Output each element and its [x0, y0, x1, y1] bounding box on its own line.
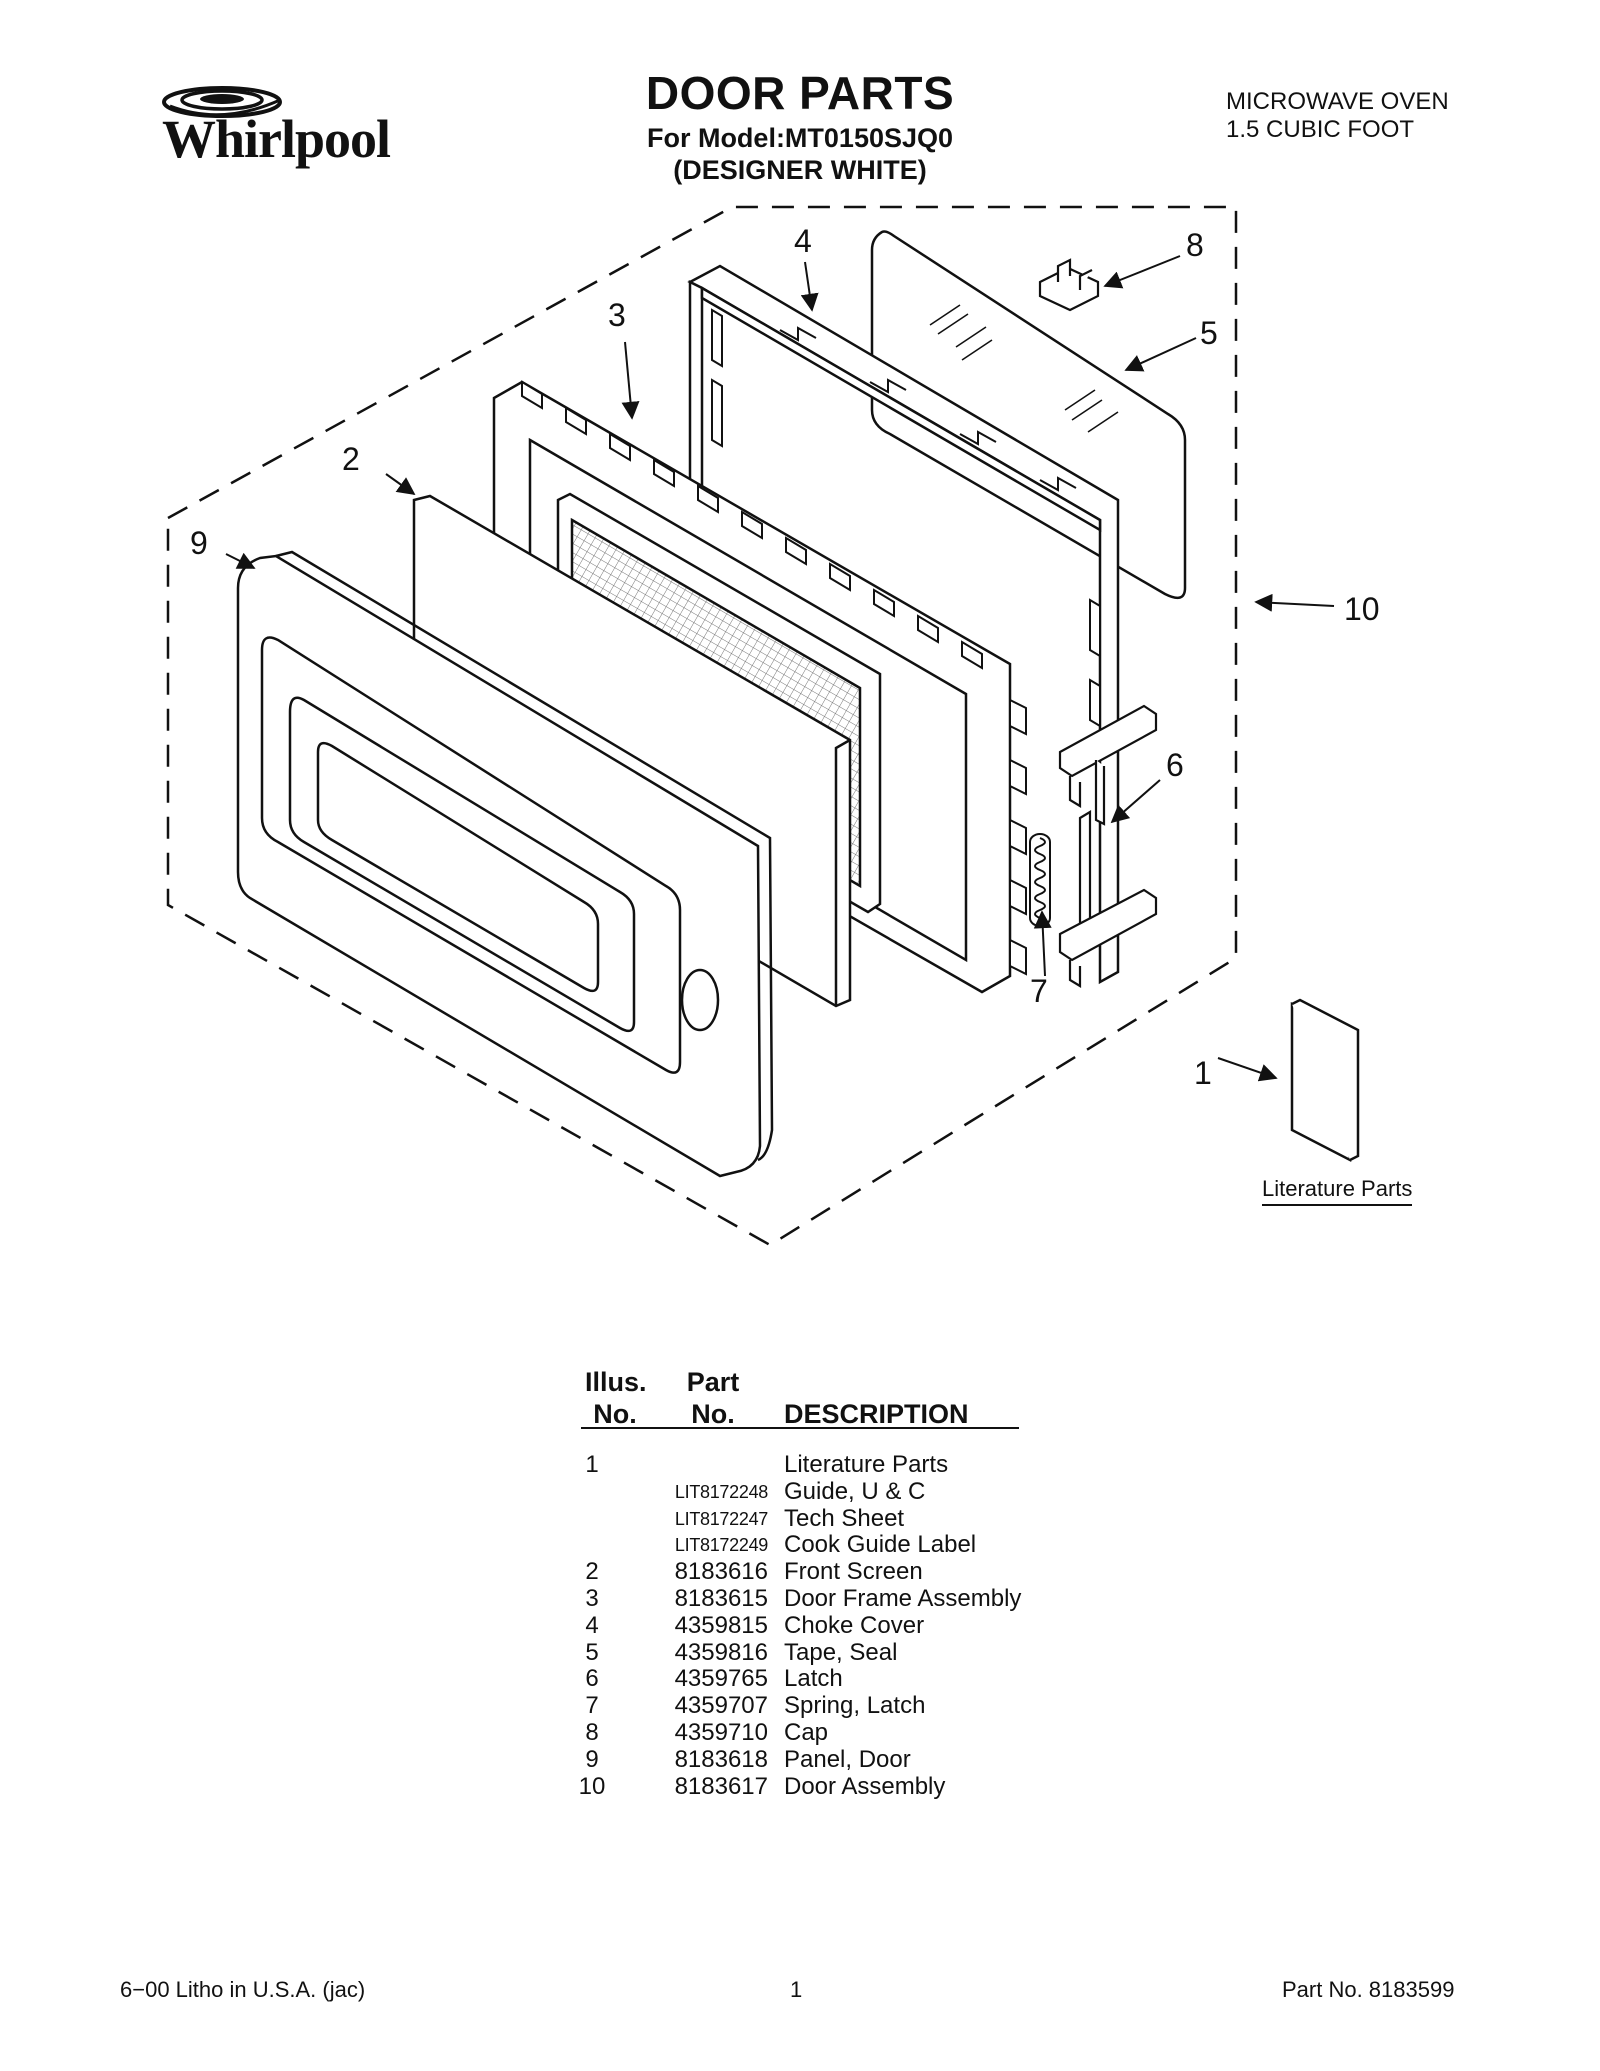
part-number: 4359710: [674, 1718, 768, 1746]
illus-number: 6: [585, 1665, 599, 1693]
callout-8: 8: [1186, 227, 1204, 263]
product-type: MICROWAVE OVEN: [1226, 88, 1449, 115]
part-number: LIT8172248: [674, 1481, 768, 1502]
table-row: 5 4359816 Tape, Seal: [560, 1638, 1160, 1667]
header-illus: Illus. No.: [585, 1367, 647, 1429]
table-row: 6 4359765 Latch: [560, 1666, 1160, 1693]
door-panel-part: [236, 550, 774, 1178]
part-description: Literature Parts: [784, 1451, 949, 1478]
illus-number: 1: [585, 1451, 599, 1478]
whirlpool-logo: Whirlpool: [150, 70, 410, 180]
color-line: (DESIGNER WHITE): [673, 155, 927, 185]
callout-numbers: 1 2 3 4 5 6 7 8 9 10: [190, 223, 1380, 1091]
cap-part: [1038, 258, 1100, 312]
illus-number: 3: [585, 1584, 599, 1612]
literature-parts-label: Literature Parts: [1262, 1176, 1413, 1206]
part-description: Guide, U & C: [784, 1477, 926, 1505]
part-number: 4359707: [674, 1692, 768, 1720]
table-row: LIT8172247 Tech Sheet: [560, 1504, 1160, 1533]
part-number: 8183618: [674, 1745, 768, 1773]
illus-number: 2: [585, 1558, 599, 1586]
exploded-parts-diagram: 1 2 3 4 5 6 7 8 9 10: [166, 205, 1380, 1247]
header-rule: [581, 1427, 1019, 1429]
illus-number: 10: [578, 1772, 606, 1800]
callout-3: 3: [608, 297, 626, 333]
part-description: Spring, Latch: [784, 1692, 926, 1720]
illus-number: 4: [585, 1611, 599, 1639]
product-info: MICROWAVE OVEN 1.5 CUBIC FOOT: [1226, 88, 1449, 144]
part-number: 8183617: [674, 1772, 768, 1800]
part-description: Tape, Seal: [784, 1638, 898, 1666]
model-info: For Model:MT0150SJQ0 (DESIGNER WHITE): [0, 122, 1600, 186]
literature-booklet-part: [1290, 998, 1360, 1163]
footer-print-info: 6−00 Litho in U.S.A. (jac): [120, 1977, 366, 2002]
callout-2: 2: [342, 441, 360, 477]
header-part: Part No.: [686, 1367, 740, 1429]
part-number: LIT8172247: [674, 1508, 768, 1529]
table-row: 10 8183617 Door Assembly: [560, 1772, 1160, 1801]
part-description: Latch: [784, 1665, 843, 1693]
illus-number: 7: [585, 1692, 599, 1720]
part-description: Choke Cover: [784, 1611, 925, 1639]
part-description: Tech Sheet: [784, 1504, 905, 1532]
part-number: 4359765: [674, 1665, 768, 1693]
table-row: 7 4359707 Spring, Latch: [560, 1692, 1160, 1720]
latch-part: [1058, 704, 1158, 988]
part-description: Panel, Door: [784, 1745, 911, 1773]
page-title: DOOR PARTS: [645, 67, 955, 119]
illus-number: 8: [585, 1718, 599, 1746]
illus-number: 9: [585, 1745, 599, 1773]
table-row: 2 8183616 Front Screen: [560, 1558, 1160, 1586]
part-number: 4359816: [674, 1638, 768, 1666]
table-row: 1 Literature Parts: [560, 1451, 1160, 1479]
model-line: For Model:MT0150SJQ0: [646, 123, 954, 153]
page-number: 1: [790, 1977, 803, 2002]
table-row: 8 4359710 Cap: [560, 1718, 1160, 1747]
callout-1: 1: [1194, 1055, 1212, 1091]
brand-name: Whirlpool: [162, 109, 391, 169]
part-description: Cook Guide Label: [784, 1531, 977, 1559]
part-description: Cap: [784, 1718, 829, 1746]
table-row: LIT8172248 Guide, U & C: [560, 1477, 1160, 1506]
callout-arrows: [225, 255, 1335, 1082]
part-number: 8183616: [674, 1558, 768, 1586]
door-assembly-boundary: [166, 205, 1238, 1247]
table-row: LIT8172249 Cook Guide Label: [560, 1532, 1160, 1559]
product-capacity: 1.5 CUBIC FOOT: [1226, 116, 1415, 143]
callout-9: 9: [190, 525, 208, 561]
callout-6: 6: [1166, 747, 1184, 783]
part-number: 4359815: [674, 1611, 768, 1639]
callout-7: 7: [1030, 973, 1048, 1009]
header-description: DESCRIPTION: [784, 1399, 969, 1429]
footer-part-number: Part No. 8183599: [1282, 1977, 1455, 2002]
part-description: Door Assembly: [784, 1772, 946, 1800]
callout-5: 5: [1200, 315, 1218, 351]
part-description: Front Screen: [784, 1558, 923, 1586]
table-row: 3 8183615 Door Frame Assembly: [560, 1584, 1160, 1613]
part-number: 8183615: [674, 1584, 768, 1612]
callout-10: 10: [1344, 591, 1380, 627]
table-row: 4 4359815 Choke Cover: [560, 1611, 1160, 1640]
part-description: Door Frame Assembly: [784, 1584, 1022, 1612]
choke-cover-part: [687, 264, 1120, 985]
illus-number: 5: [585, 1638, 599, 1666]
table-row: 9 8183618 Panel, Door: [560, 1745, 1160, 1774]
swirl-logo-icon: [162, 86, 282, 118]
part-number: LIT8172249: [674, 1535, 768, 1556]
spring-part: [1029, 833, 1051, 927]
callout-4: 4: [794, 223, 812, 259]
